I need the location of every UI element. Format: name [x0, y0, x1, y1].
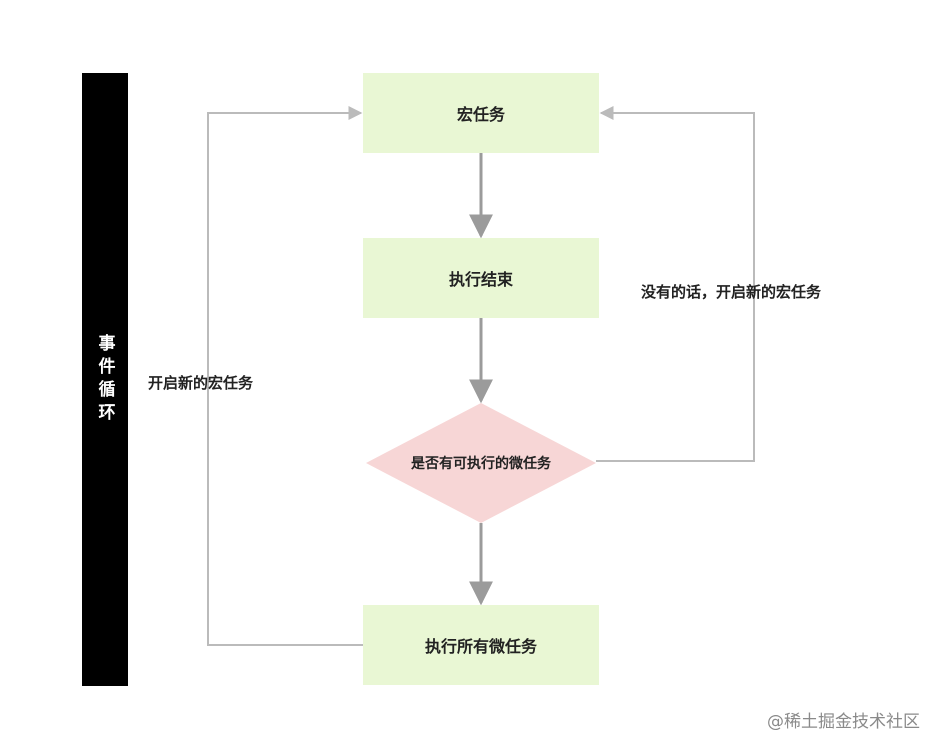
- decision-diamond: [366, 403, 596, 523]
- watermark: @稀土掘金技术社区: [767, 712, 920, 732]
- arrow-right-loop: [596, 106, 755, 462]
- left-loop-label: 开启新的宏任务: [148, 374, 254, 392]
- arrow-left-loop: [207, 106, 363, 646]
- sidebar-label: 事件循环: [94, 333, 115, 426]
- node-exec-end: 执行结束: [363, 238, 599, 318]
- node-exec-end-label: 执行结束: [448, 270, 513, 289]
- node-macro-task: 宏任务: [363, 73, 599, 153]
- node-macro-task-label: 宏任务: [456, 105, 505, 124]
- right-loop-label: 没有的话，开启新的宏任务: [641, 283, 822, 301]
- node-exec-all-micro: 执行所有微任务: [363, 605, 599, 685]
- decision-label: 是否有可执行的微任务: [411, 456, 551, 472]
- node-exec-all-micro-label: 执行所有微任务: [424, 637, 537, 656]
- event-loop-sidebar: 事件循环: [82, 73, 128, 686]
